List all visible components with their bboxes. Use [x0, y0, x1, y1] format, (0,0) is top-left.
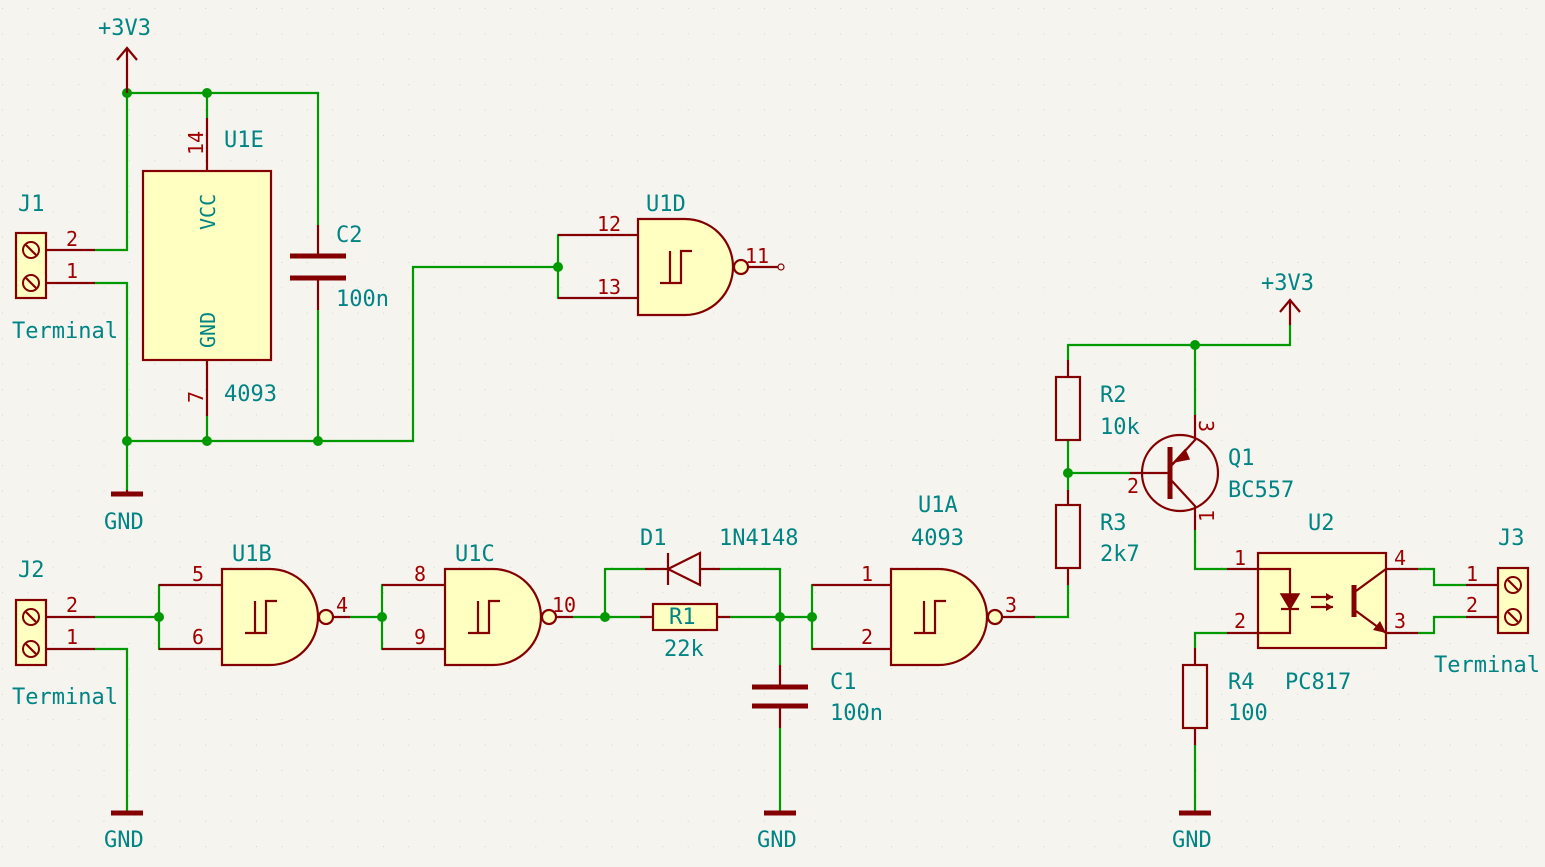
power-3v3-right: +3V3	[1261, 271, 1314, 325]
r1-value: 22k	[664, 637, 704, 662]
j3-value: Terminal	[1434, 653, 1540, 678]
gate-u1b[interactable]: U1B 5 6 4	[159, 542, 350, 667]
power-3v3-label: +3V3	[1261, 271, 1314, 296]
u1e-vcc-label: VCC	[196, 194, 220, 230]
j1-ref: J1	[18, 192, 45, 217]
u1c-pin-out: 10	[552, 593, 576, 617]
c2-ref: C2	[336, 223, 363, 248]
j3-pin2: 2	[1466, 593, 1478, 617]
gnd-label: GND	[757, 828, 797, 853]
r3-value: 2k7	[1100, 542, 1140, 567]
gnd-label: GND	[104, 828, 144, 853]
resistor-r3[interactable]: R3 2k7	[1054, 490, 1140, 585]
gnd-label: GND	[104, 510, 144, 535]
resistor-r2[interactable]: R2 10k	[1054, 360, 1140, 442]
u1e-ref: U1E	[224, 128, 264, 153]
connector-j3[interactable]: J3 Terminal 1 2	[1434, 526, 1540, 678]
u2-pin1: 1	[1234, 546, 1246, 570]
u2-pin4: 4	[1394, 546, 1406, 570]
u1e-pin-gnd: 7	[184, 391, 208, 403]
u1b-pin-out: 4	[336, 593, 348, 617]
capacitor-c1[interactable]: C1 100n	[752, 665, 883, 728]
gnd-symbol-1: GND	[104, 490, 144, 535]
q1-pin-collector: 1	[1195, 510, 1219, 522]
j1-pin1: 1	[66, 259, 78, 283]
connector-j1[interactable]: J1 Terminal 2 1	[12, 192, 118, 344]
gnd-label: GND	[1172, 828, 1212, 853]
u1d-ref: U1D	[646, 192, 686, 217]
q1-pin-base: 2	[1127, 474, 1139, 498]
u1e-gnd-label: GND	[196, 312, 220, 348]
j3-pin1: 1	[1466, 562, 1478, 586]
q1-value: BC557	[1228, 478, 1294, 503]
resistor-r1[interactable]: R1 22k	[640, 602, 730, 662]
power-3v3-label: +3V3	[98, 16, 151, 41]
u1a-pin-b: 2	[861, 625, 873, 649]
c1-ref: C1	[830, 670, 857, 695]
r4-value: 100	[1228, 701, 1268, 726]
r4-ref: R4	[1228, 670, 1255, 695]
u1d-pin-a: 12	[597, 212, 621, 236]
r3-ref: R3	[1100, 511, 1127, 536]
j2-pin2: 2	[66, 593, 78, 617]
power-3v3-top: +3V3	[98, 16, 151, 93]
c1-value: 100n	[830, 701, 883, 726]
j1-value: Terminal	[12, 319, 118, 344]
u1a-value: 4093	[911, 526, 964, 551]
q1-pin-emitter: 3	[1194, 420, 1218, 432]
u1e-value: 4093	[224, 382, 277, 407]
u1e-pin-vcc: 14	[184, 131, 208, 155]
u1d-pin-b: 13	[597, 275, 621, 299]
u1b-pin-b: 6	[192, 625, 204, 649]
u2-pin2: 2	[1234, 609, 1246, 633]
u1c-pin-b: 9	[414, 625, 426, 649]
capacitor-c2[interactable]: C2 100n	[290, 223, 389, 312]
optocoupler-u2[interactable]: U2 PC817 1 2 3 4	[1227, 511, 1418, 695]
gnd-symbol-2: GND	[104, 810, 144, 853]
ic-u1e-power-unit[interactable]: 14 7 VCC GND U1E 4093	[141, 118, 277, 416]
connector-j2[interactable]: J2 Terminal 2 1	[12, 558, 118, 710]
u2-ref: U2	[1308, 511, 1335, 536]
u1a-pin-a: 1	[861, 562, 873, 586]
gnd-symbol-3: GND	[757, 810, 797, 853]
u1c-ref: U1C	[455, 542, 495, 567]
u1a-ref: U1A	[918, 493, 958, 518]
u1b-ref: U1B	[232, 542, 272, 567]
c2-value: 100n	[336, 287, 389, 312]
u1b-pin-a: 5	[192, 562, 204, 586]
q1-ref: Q1	[1228, 446, 1255, 471]
j3-ref: J3	[1498, 526, 1525, 551]
gate-u1d[interactable]: U1D 12 13 11	[558, 192, 785, 317]
d1-value: 1N4148	[719, 526, 798, 551]
j1-pin2: 2	[66, 227, 78, 251]
j2-value: Terminal	[12, 685, 118, 710]
gate-u1a[interactable]: U1A 4093 1 2 3	[812, 493, 1035, 667]
r2-value: 10k	[1100, 415, 1140, 440]
gnd-symbol-4: GND	[1172, 810, 1212, 853]
j2-pin1: 1	[66, 625, 78, 649]
junction-dots	[122, 88, 1200, 622]
d1-ref: D1	[640, 526, 667, 551]
u2-value: PC817	[1285, 670, 1351, 695]
u1d-pin-out: 11	[745, 244, 769, 268]
r2-ref: R2	[1100, 383, 1127, 408]
j2-ref: J2	[18, 558, 45, 583]
transistor-q1[interactable]: Q1 BC557 2 1 3	[1127, 415, 1294, 530]
u2-pin3: 3	[1394, 609, 1406, 633]
gate-u1c[interactable]: U1C 8 9 10	[382, 542, 576, 667]
resistor-r4[interactable]: R4 100	[1181, 648, 1268, 745]
u1a-pin-out: 3	[1005, 593, 1017, 617]
diode-d1[interactable]: D1 1N4148	[640, 526, 798, 587]
r1-ref: R1	[669, 605, 696, 630]
u1c-pin-a: 8	[414, 562, 426, 586]
